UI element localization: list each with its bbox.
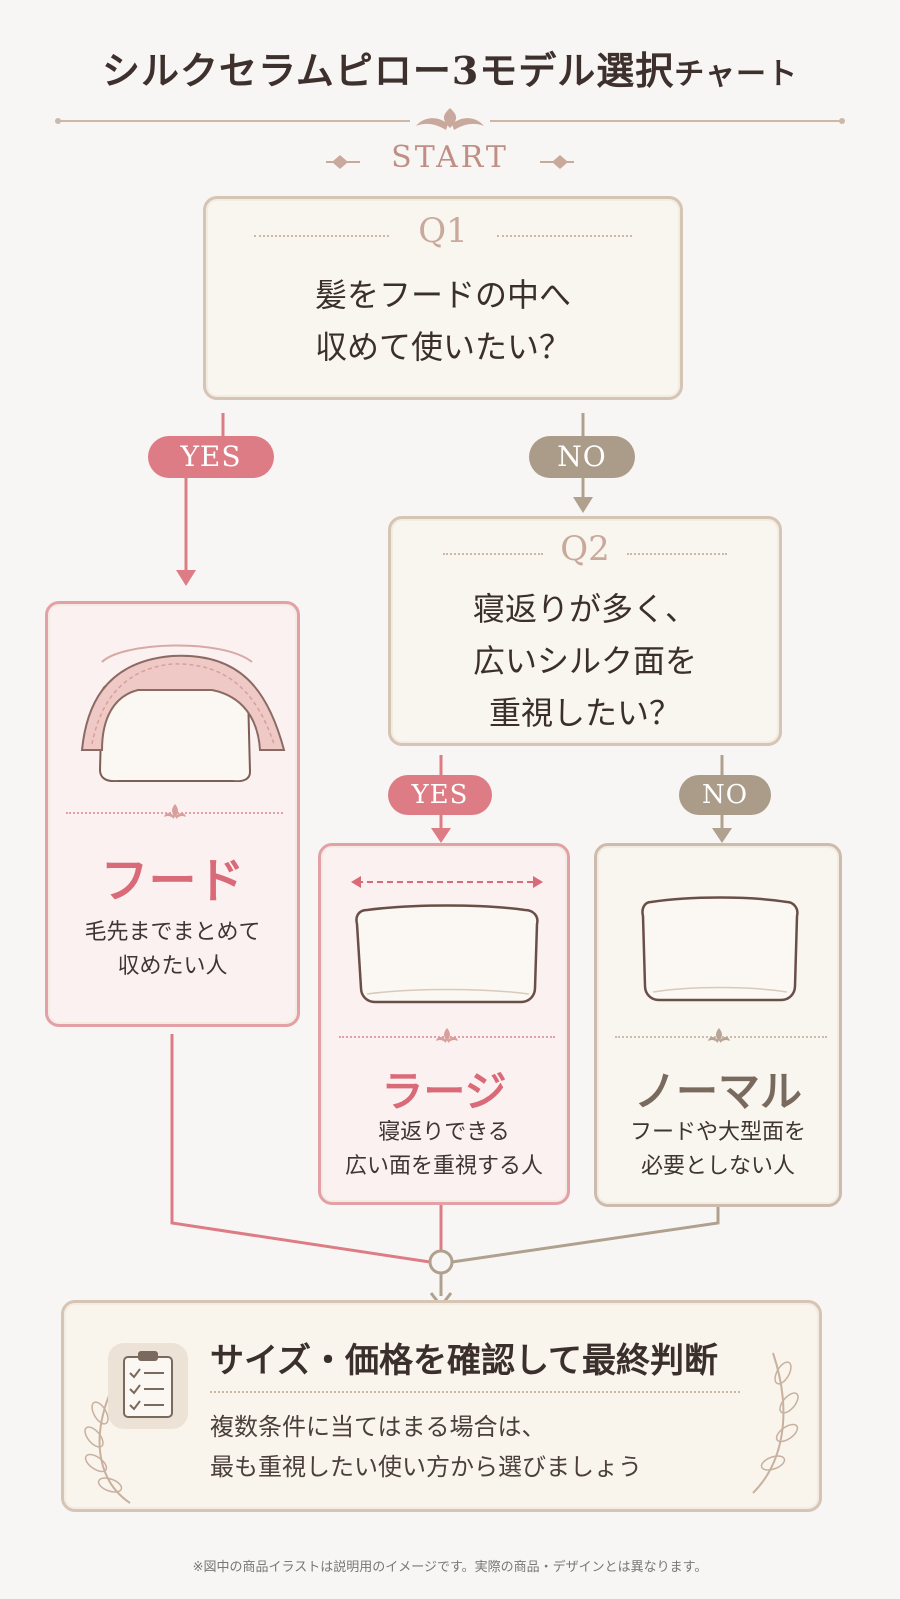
q1-line-2: 収めて使いたい？ bbox=[314, 328, 571, 366]
q1-line-1: 髪をフードの中へ bbox=[314, 276, 571, 314]
result-hood-desc-2: 収めたい人 bbox=[117, 954, 228, 979]
q2-line-1: 寝返りが多く、 bbox=[472, 590, 697, 628]
result-hood-name: フード bbox=[100, 853, 245, 909]
result-large-desc-1: 寝返りできる bbox=[378, 1120, 510, 1145]
title-suffix: チャート bbox=[674, 57, 798, 92]
q2-no-arrowhead bbox=[712, 828, 732, 843]
q2-label: Q2 bbox=[560, 529, 610, 569]
result-large-desc-2: 広い面を重視する人 bbox=[344, 1154, 543, 1179]
fleur-divider-icon bbox=[708, 1028, 730, 1043]
q1-divider-right bbox=[497, 235, 632, 237]
q1-yes-pill: YES bbox=[148, 436, 274, 478]
final-title: サイズ・価格を確認して最終判断 bbox=[210, 1341, 718, 1381]
q1-no-arrowhead bbox=[573, 497, 593, 513]
final-divider bbox=[210, 1391, 740, 1393]
q2-yes-pill: YES bbox=[388, 775, 492, 815]
title-main: シルクセラムピロー3モデル選択 bbox=[101, 48, 675, 93]
final-box: サイズ・価格を確認して最終判断 複数条件に当てはまる場合は、 最も重視したい使い… bbox=[61, 1300, 822, 1512]
hood-pillow-icon bbox=[80, 644, 286, 782]
laurel-icon bbox=[752, 1352, 799, 1494]
q1-yes-connector bbox=[184, 413, 225, 573]
q2-divider-right bbox=[627, 553, 727, 555]
footnote: ※図中の商品イラストは説明用のイメージです。実際の商品・デザインとは異なります。 bbox=[192, 1560, 708, 1575]
final-line-2: 最も重視したい使い方から選びましょう bbox=[210, 1453, 642, 1481]
q1-divider-left bbox=[254, 235, 389, 237]
q2-line-3: 重視したい？ bbox=[488, 694, 681, 732]
result-normal-name: ノーマル bbox=[633, 1067, 802, 1116]
result-hood-card: フード 毛先までまとめて 収めたい人 bbox=[45, 601, 300, 1027]
q1-label: Q1 bbox=[418, 211, 468, 251]
result-normal-desc-2: 必要としない人 bbox=[640, 1154, 795, 1179]
result-normal-desc-1: フードや大型面を bbox=[629, 1120, 806, 1145]
large-pillow-icon bbox=[351, 876, 543, 1004]
q2-yes-arrowhead bbox=[431, 828, 451, 843]
laurel-icon bbox=[84, 1392, 131, 1504]
start-label: START bbox=[391, 140, 509, 175]
normal-pillow-icon bbox=[641, 896, 799, 1002]
page-title: シルクセラムピロー3モデル選択チャート bbox=[0, 40, 900, 95]
q2-no-pill: NO bbox=[679, 775, 771, 815]
start-ornaments bbox=[326, 155, 574, 169]
q1-no-pill: NO bbox=[529, 436, 635, 478]
title-divider bbox=[55, 108, 845, 130]
q1-box: Q1 髪をフードの中へ 収めて使いたい？ bbox=[203, 196, 683, 400]
fleur-divider-icon bbox=[164, 804, 186, 819]
final-line-1: 複数条件に当てはまる場合は、 bbox=[210, 1413, 546, 1441]
result-large-card: ラージ 寝返りできる 広い面を重視する人 bbox=[318, 843, 570, 1205]
q2-line-2: 広いシルク面を bbox=[472, 642, 697, 680]
q1-yes-arrowhead bbox=[176, 570, 196, 586]
q2-divider-left bbox=[443, 553, 543, 555]
result-hood-desc-1: 毛先までまとめて bbox=[84, 920, 261, 945]
q2-box: Q2 寝返りが多く、 広いシルク面を 重視したい？ bbox=[388, 516, 782, 746]
result-normal-card: ノーマル フードや大型面を 必要としない人 bbox=[594, 843, 842, 1207]
merge-connectors bbox=[170, 1034, 720, 1296]
fleur-divider-icon bbox=[436, 1028, 458, 1043]
result-large-name: ラージ bbox=[381, 1067, 507, 1116]
merge-node bbox=[428, 1249, 454, 1275]
clipboard-checklist-icon bbox=[108, 1343, 188, 1429]
